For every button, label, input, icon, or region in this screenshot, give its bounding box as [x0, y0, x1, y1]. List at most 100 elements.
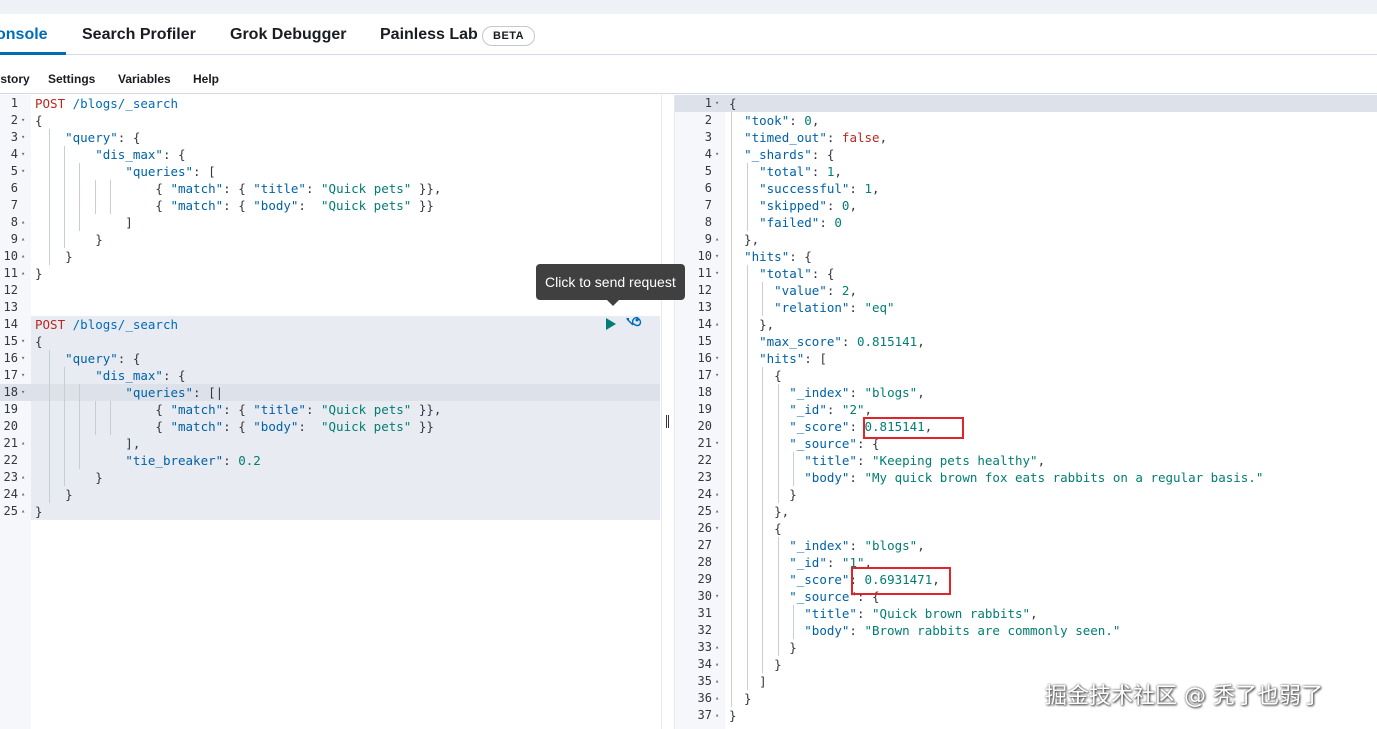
code-token [729, 623, 804, 638]
code-text: "took": 0, [729, 112, 819, 129]
fold-arrow-icon[interactable]: ▾ [21, 371, 26, 379]
fold-arrow-icon[interactable]: ▾ [715, 269, 720, 277]
code-text: "hits": [ [729, 350, 827, 367]
code-token: : [841, 334, 857, 349]
code-token: "_id" [789, 402, 827, 417]
fold-arrow-icon[interactable]: ▾ [715, 439, 720, 447]
unfold-arrow-icon[interactable]: ▴ [21, 269, 26, 277]
unfold-arrow-icon[interactable]: ▴ [715, 320, 720, 328]
code-token [729, 147, 744, 162]
response-viewer[interactable]: 1▾{2 "took": 0,3 "timed_out": false,4▾ "… [675, 95, 1377, 729]
code-token: { [729, 368, 782, 383]
code-token: POST [35, 96, 66, 111]
code-text: "hits": { [729, 248, 812, 265]
code-token: "Keeping pets healthy" [872, 453, 1038, 468]
fold-arrow-icon[interactable]: ▾ [715, 524, 720, 532]
code-token: ] [729, 674, 767, 689]
code-text: POST /blogs/_search [35, 316, 178, 333]
code-text: "failed": 0 [729, 214, 842, 231]
unfold-arrow-icon[interactable]: ▴ [715, 490, 720, 498]
code-token: : { [162, 368, 186, 383]
fold-arrow-icon[interactable]: ▾ [715, 592, 720, 600]
unfold-arrow-icon[interactable]: ▴ [715, 677, 720, 685]
unfold-arrow-icon[interactable]: ▴ [21, 490, 26, 498]
unfold-arrow-icon[interactable]: ▴ [715, 694, 720, 702]
menu-history[interactable]: istory [0, 72, 30, 86]
fold-arrow-icon[interactable]: ▾ [21, 337, 26, 345]
fold-arrow-icon[interactable]: ▾ [21, 116, 26, 124]
tab-grok-debugger[interactable]: Grok Debugger [230, 26, 347, 43]
fold-arrow-icon[interactable]: ▾ [715, 252, 720, 260]
menu-help[interactable]: Help [193, 72, 220, 86]
code-token: : [826, 402, 842, 417]
fold-arrow-icon[interactable]: ▾ [715, 150, 720, 158]
fold-arrow-icon[interactable]: ▾ [715, 371, 720, 379]
fold-arrow-icon[interactable]: ▾ [21, 388, 26, 396]
code-token [729, 351, 759, 366]
indent-guide [793, 452, 794, 486]
tab-painless-lab[interactable]: Painless Lab [380, 26, 478, 43]
tab-search-profiler[interactable]: Search Profiler [82, 26, 196, 43]
code-token: "blogs" [864, 385, 918, 400]
code-text: POST /blogs/_search [35, 95, 178, 112]
play-icon[interactable] [605, 318, 617, 330]
unfold-arrow-icon[interactable]: ▴ [715, 643, 720, 651]
code-text: } [35, 469, 103, 486]
code-token: , [849, 198, 857, 213]
code-token: }, [729, 317, 775, 332]
unfold-arrow-icon[interactable]: ▴ [715, 507, 720, 515]
code-text: } [35, 486, 73, 503]
code-token: : { [223, 198, 254, 213]
unfold-arrow-icon[interactable]: ▴ [21, 507, 26, 515]
unfold-arrow-icon[interactable]: ▴ [715, 660, 720, 668]
code-token: }} [411, 198, 434, 213]
code-token: POST [35, 317, 66, 332]
code-token: 0 [841, 198, 850, 213]
fold-arrow-icon[interactable]: ▾ [715, 99, 720, 107]
code-token [729, 470, 804, 485]
unfold-arrow-icon[interactable]: ▴ [21, 473, 26, 481]
code-token: "body" [253, 198, 299, 213]
tab-console[interactable]: onsole [0, 26, 48, 43]
code-token: "1" [841, 555, 865, 570]
line-number: 2 [704, 113, 712, 127]
code-text: "timed_out": false, [729, 129, 887, 146]
unfold-arrow-icon[interactable]: ▴ [21, 252, 26, 260]
indent-guide [762, 282, 763, 316]
unfold-arrow-icon[interactable]: ▴ [715, 711, 720, 719]
unfold-arrow-icon[interactable]: ▴ [21, 439, 26, 447]
code-token [729, 266, 759, 281]
line-number: 4 [704, 147, 712, 161]
fold-arrow-icon[interactable]: ▾ [21, 150, 26, 158]
code-token: : [ [193, 164, 216, 179]
unfold-arrow-icon[interactable]: ▴ [21, 235, 26, 243]
line-number: 23 [697, 470, 712, 484]
line-number: 32 [697, 623, 712, 637]
line-number: 12 [3, 283, 18, 297]
code-token: "match" [170, 402, 224, 417]
fold-arrow-icon[interactable]: ▾ [715, 354, 720, 362]
wrench-icon[interactable] [624, 316, 642, 334]
current-line-gutter-highlight [0, 384, 31, 401]
line-number: 5 [10, 164, 18, 178]
line-number: 34 [697, 657, 712, 671]
unfold-arrow-icon[interactable]: ▴ [21, 218, 26, 226]
line-number: 17 [3, 368, 18, 382]
code-token: : [856, 606, 873, 621]
menu-variables[interactable]: Variables [118, 72, 171, 86]
code-token: : [849, 623, 865, 638]
code-text: "_index": "blogs", [729, 537, 925, 554]
panel-divider[interactable] [661, 95, 675, 729]
fold-arrow-icon[interactable]: ▾ [21, 133, 26, 141]
code-token: : [223, 453, 239, 468]
code-text: { [35, 333, 43, 350]
menu-settings[interactable]: Settings [48, 72, 96, 86]
code-token: "Quick pets" [321, 402, 412, 417]
send-request-tooltip: Click to send request [536, 264, 685, 300]
fold-arrow-icon[interactable]: ▾ [21, 167, 26, 175]
unfold-arrow-icon[interactable]: ▴ [715, 235, 720, 243]
request-actions [605, 316, 645, 334]
fold-arrow-icon[interactable]: ▾ [21, 354, 26, 362]
resize-handle-icon[interactable] [666, 415, 669, 428]
